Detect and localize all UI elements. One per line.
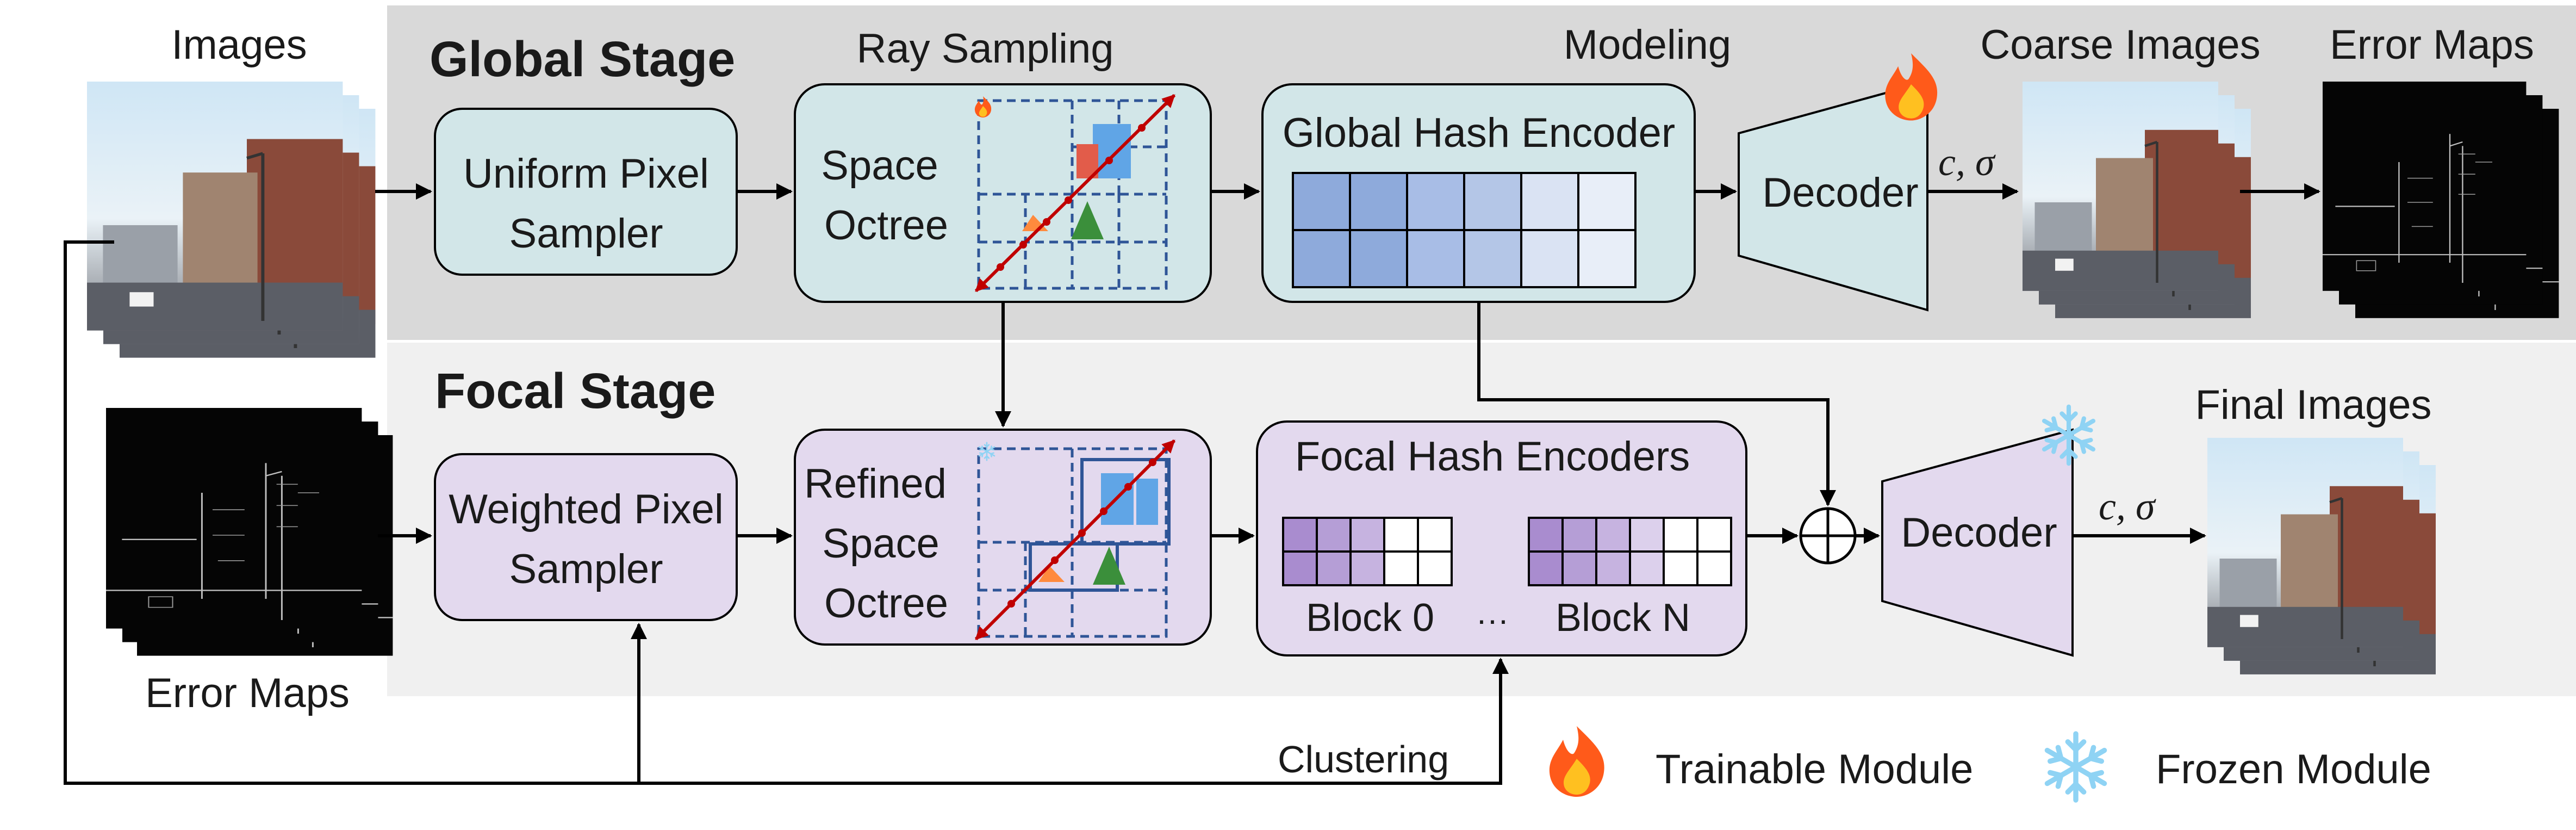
global-decoder: Decoder [1738,53,1938,312]
refined-octree-line2: Space [822,521,939,567]
error-maps-input-label: Error Maps [145,670,350,716]
final-images-stack [2207,438,2436,674]
ray-sampling-header: Ray Sampling [856,26,1113,72]
error-maps-output-stack [2322,80,2560,319]
block-n-grid [1528,517,1732,586]
global-stage-title: Global Stage [430,32,735,87]
combine-plus-node [1799,507,1857,565]
legend-frozen-label: Frozen Module [2156,746,2431,792]
images-header: Images [171,22,307,68]
legend-flame-icon [1549,726,1604,797]
modeling-header: Modeling [1564,22,1731,68]
global-decoder-label: Decoder [1762,170,1918,216]
weighted-sampler-line1: Weighted Pixel [449,486,724,532]
legend-trainable-label: Trainable Module [1656,746,1973,792]
block-0-grid [1282,517,1453,586]
focal-stage-title: Focal Stage [435,363,715,419]
legend-snow-icon [2048,734,2105,800]
uniform-sampler-line1: Uniform Pixel [463,151,709,197]
block-0-label: Block 0 [1306,596,1434,640]
ray-samples [997,124,1146,271]
uniform-sampler-line2: Sampler [509,210,663,257]
global-hash-grid [1292,172,1637,288]
coarse-images-header: Coarse Images [1980,22,2260,68]
focal-output-label: c, σ [2099,485,2156,528]
block-n-label: Block N [1555,596,1690,640]
connectors [64,183,2320,785]
weighted-sampler-line2: Sampler [509,546,663,592]
legend: Trainable Module Frozen Module [1549,726,2431,800]
input-images-stack [87,82,375,358]
refined-space-octree: Refined Space Octree [794,429,1212,646]
focal-decoder: Decoder [1881,407,2093,657]
final-images-header: Final Images [2195,382,2431,428]
weighted-pixel-sampler: Weighted Pixel Sampler [434,453,738,621]
error-maps-header: Error Maps [2330,22,2534,68]
global-hash-encoder-label: Global Hash Encoder [1283,110,1675,156]
space-octree: Space Octree [794,83,1212,303]
refined-octree-line1: Refined [804,461,947,507]
space-octree-line1: Space [821,143,938,189]
global-output-label: c, σ [1938,140,1996,184]
uniform-pixel-sampler: Uniform Pixel Sampler [434,108,738,276]
space-octree-line2: Octree [824,202,948,249]
block-ellipsis: ··· [1476,602,1509,638]
coarse-images-stack [2023,82,2251,318]
focal-decoder-label: Decoder [1901,510,2057,556]
clustering-label: Clustering [1278,738,1449,781]
global-hash-encoder: Global Hash Encoder [1261,83,1696,303]
focal-hash-encoders-label: Focal Hash Encoders [1295,433,1690,480]
error-maps-input-stack [105,407,394,657]
refined-ray-samples [1007,459,1156,608]
refined-octree-line3: Octree [824,580,948,627]
focal-hash-encoders: Focal Hash Encoders Bl [1256,420,1747,656]
